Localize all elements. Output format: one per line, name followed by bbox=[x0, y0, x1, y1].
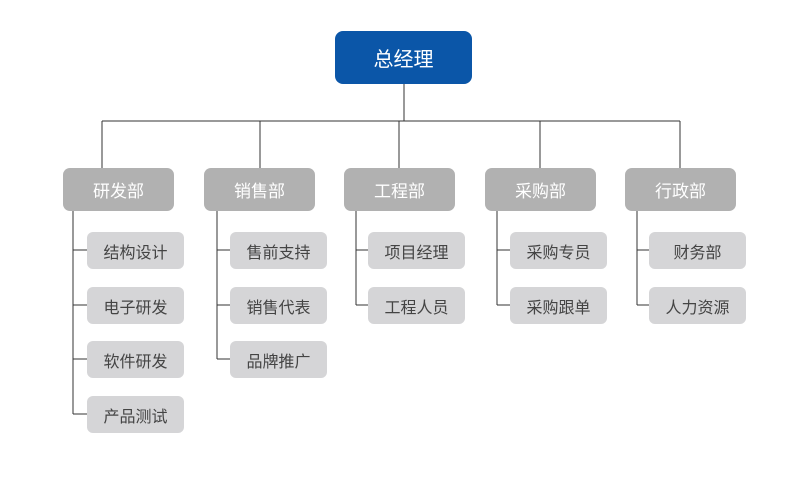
sub-node: 电子研发 bbox=[87, 287, 184, 324]
sub-node: 售前支持 bbox=[230, 232, 327, 269]
sub-node: 软件研发 bbox=[87, 341, 184, 378]
dept-label: 销售部 bbox=[234, 182, 285, 202]
dept-label: 工程部 bbox=[374, 182, 425, 202]
sub-label: 采购跟单 bbox=[526, 297, 591, 317]
dept-node-rd: 研发部 bbox=[63, 168, 174, 211]
dept-label: 采购部 bbox=[515, 182, 566, 202]
dept-node-admin: 行政部 bbox=[625, 168, 736, 211]
sub-node: 品牌推广 bbox=[230, 341, 327, 378]
root-node: 总经理 bbox=[335, 31, 472, 84]
sub-label: 电子研发 bbox=[103, 297, 168, 317]
sub-label: 人力资源 bbox=[665, 297, 730, 317]
sub-label: 品牌推广 bbox=[246, 351, 311, 371]
sub-node: 产品测试 bbox=[87, 396, 184, 433]
sub-label: 项目经理 bbox=[384, 242, 449, 262]
sub-node: 项目经理 bbox=[368, 232, 465, 269]
dept-node-engineering: 工程部 bbox=[344, 168, 455, 211]
sub-label: 产品测试 bbox=[103, 406, 168, 426]
sub-node: 采购专员 bbox=[510, 232, 607, 269]
sub-label: 软件研发 bbox=[103, 351, 168, 371]
dept-node-sales: 销售部 bbox=[204, 168, 315, 211]
sub-label: 采购专员 bbox=[526, 242, 591, 262]
dept-label: 研发部 bbox=[93, 182, 144, 202]
dept-node-purchasing: 采购部 bbox=[485, 168, 596, 211]
sub-node: 人力资源 bbox=[649, 287, 746, 324]
root-label: 总经理 bbox=[373, 47, 434, 71]
dept-label: 行政部 bbox=[655, 182, 706, 202]
sub-node: 采购跟单 bbox=[510, 287, 607, 324]
sub-label: 售前支持 bbox=[246, 242, 311, 262]
sub-label: 销售代表 bbox=[246, 297, 311, 317]
sub-node: 结构设计 bbox=[87, 232, 184, 269]
sub-label: 工程人员 bbox=[384, 297, 449, 317]
sub-node: 销售代表 bbox=[230, 287, 327, 324]
sub-label: 财务部 bbox=[673, 242, 722, 262]
sub-node: 工程人员 bbox=[368, 287, 465, 324]
sub-label: 结构设计 bbox=[103, 242, 168, 262]
sub-node: 财务部 bbox=[649, 232, 746, 269]
